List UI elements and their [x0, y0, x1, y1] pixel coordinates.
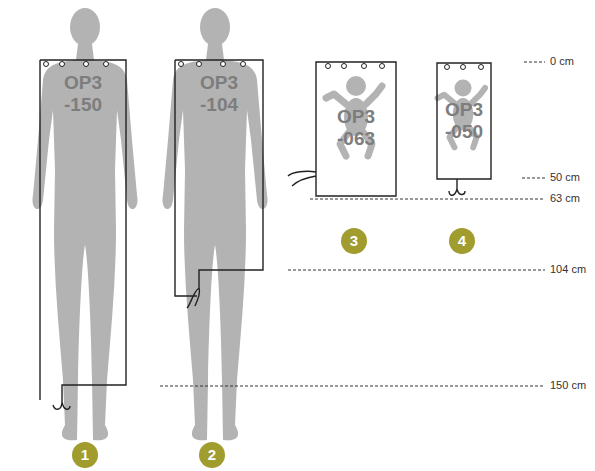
drape-outline: OP3 -104	[175, 60, 263, 296]
dimension-label: 104 cm	[549, 263, 587, 275]
callout-number: 1	[72, 442, 98, 468]
dimension-label: 63 cm	[549, 192, 581, 204]
drape-label: OP3 -104	[184, 72, 254, 116]
callout-number: 2	[199, 442, 225, 468]
drape-label: OP3 -150	[48, 72, 118, 116]
dimension-label: 150 cm	[549, 379, 587, 391]
drape-outline: OP3 -150	[40, 60, 126, 400]
dimension-label: 0 cm	[549, 55, 575, 67]
dimension-label: 50 cm	[549, 171, 581, 183]
drape-label: OP3 -063	[323, 106, 389, 150]
drape-outline: OP3 -063	[316, 62, 396, 196]
callout-number: 4	[449, 228, 475, 254]
callout-number: 3	[341, 228, 367, 254]
drape-label: OP3 -050	[441, 99, 487, 143]
drape-outline: OP3 -050	[437, 63, 491, 179]
